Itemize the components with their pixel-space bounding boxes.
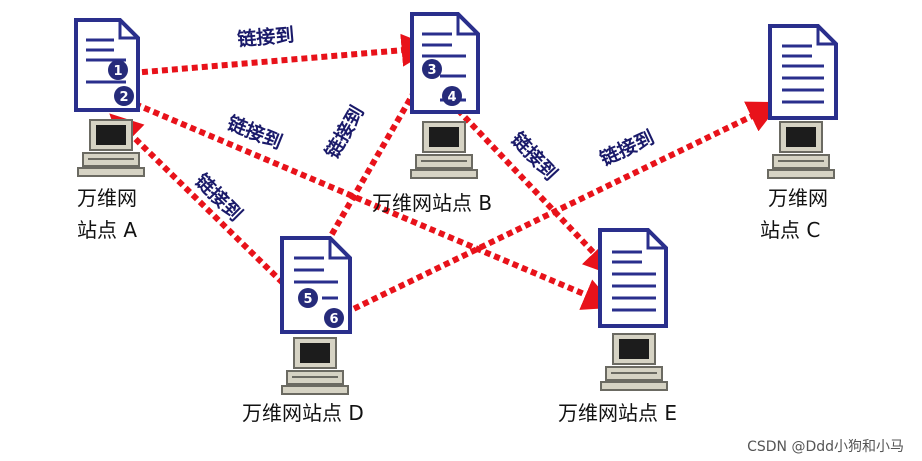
computer-icon [767,121,835,179]
site-label-a-line1: 万维网 [77,186,137,210]
watermark: CSDN @Ddd小狗和小马 [747,439,904,455]
link-label-b-to-d: 链接到 [320,102,368,163]
site-label-c-line2: 站点 C [760,218,820,242]
site-label-a-line2: 站点 A [77,218,137,242]
link-label-a-to-e: 链接到 [224,111,285,154]
svg-text:4: 4 [447,90,456,105]
site-d: 5 6 万维网站点 D [242,236,364,425]
site-b: 3 4 万维网站点 B [372,12,492,215]
site-label-e: 万维网站点 E [558,401,677,425]
svg-text:1: 1 [113,64,122,79]
computer-icon [600,333,668,391]
document-icon [410,12,480,114]
anchor-badge-3: 3 [422,59,442,79]
computer-icon [77,119,145,177]
document-icon [598,228,668,328]
site-a: 1 2 万维网 站点 A [74,18,145,242]
link-arrow-1-to-b [131,33,435,76]
anchor-badge-2: 2 [114,86,134,106]
site-label-d: 万维网站点 D [242,401,364,425]
document-icon [768,24,838,120]
anchor-badge-5: 5 [298,288,318,308]
anchor-badge-4: 4 [442,86,462,106]
computer-icon [410,121,478,179]
link-arrow-5-to-a [109,113,293,293]
svg-text:5: 5 [303,292,312,307]
svg-text:2: 2 [119,90,128,105]
svg-text:3: 3 [427,63,436,78]
link-arrow-2-to-e [133,101,617,310]
link-label-d-to-c: 链接到 [596,126,657,171]
site-label-b: 万维网站点 B [372,191,492,215]
link-label-b-to-e: 链接到 [506,128,562,185]
anchor-badge-6: 6 [324,308,344,328]
site-label-c-line1: 万维网 [768,186,828,210]
link-arrow-4-to-e [455,107,617,277]
svg-text:6: 6 [329,312,338,327]
site-e: 万维网站点 E [558,228,677,425]
computer-icon [281,337,349,395]
site-c: 万维网 站点 C [760,24,838,242]
anchor-badge-1: 1 [108,60,128,80]
link-label-a-to-b: 链接到 [236,23,295,51]
